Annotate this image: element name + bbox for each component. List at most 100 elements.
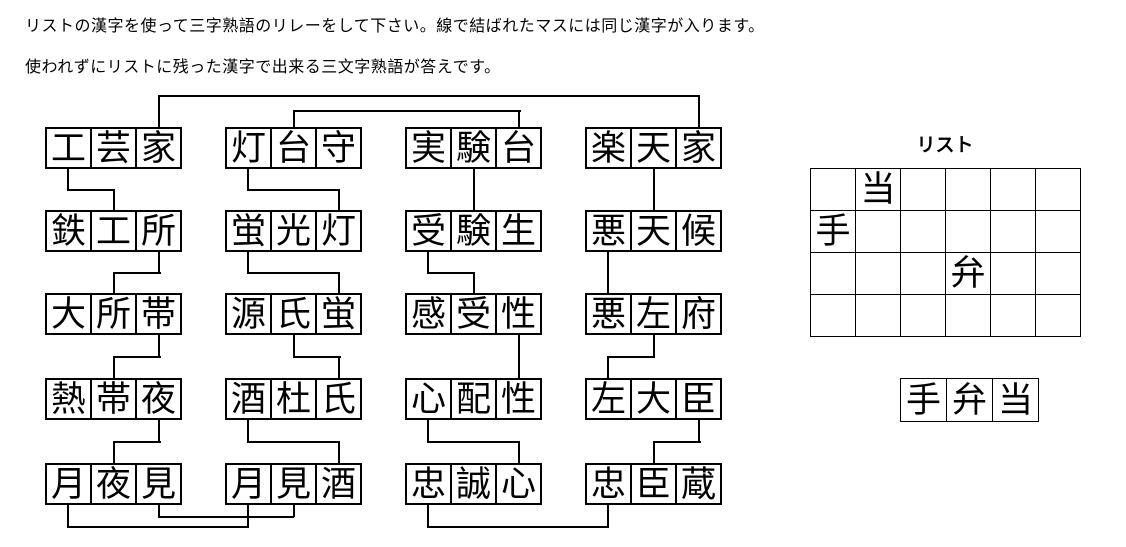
- kanji-cell-源氏蛍-0: 源: [230, 295, 266, 333]
- kanji-cell-月見酒-1: 見: [270, 465, 315, 503]
- word-box-実験台: 実験台: [405, 127, 542, 169]
- list-row-1: 手: [810, 210, 1081, 253]
- connection-line-受: [427, 252, 429, 273]
- list-cell-r0-c3: [945, 168, 991, 211]
- list-cell-r2-c3: 弁: [945, 252, 991, 295]
- connection-line-夜: [158, 420, 160, 442]
- answer-cell-2: 当: [992, 379, 1038, 421]
- kanji-cell-実験台-2: 台: [495, 129, 540, 167]
- connection-line-氏: [293, 335, 295, 357]
- kanji-cell-酒杜氏-1: 杜: [270, 380, 315, 418]
- connection-line-所: [158, 252, 160, 273]
- kanji-cell-受験生-1: 験: [450, 212, 495, 250]
- list-cell-r2-c0: [810, 252, 856, 295]
- kanji-cell-感受性-1: 受: [450, 295, 495, 333]
- kanji-cell-受験生-0: 受: [410, 212, 446, 250]
- kanji-cell-灯台守-2: 守: [315, 129, 360, 167]
- connection-line-台: [293, 110, 521, 112]
- connection-line-月: [67, 526, 249, 528]
- kanji-cell-月夜見-1: 夜: [90, 465, 135, 503]
- word-box-楽天家: 楽天家: [585, 127, 722, 169]
- kanji-cell-蛍光灯-2: 灯: [315, 212, 360, 250]
- connection-line-心: [427, 440, 521, 443]
- list-cell-r3-c5: [1035, 294, 1081, 337]
- connection-line-見: [293, 505, 295, 517]
- kanji-cell-酒杜氏-0: 酒: [230, 380, 266, 418]
- kanji-cell-灯台守-0: 灯: [230, 129, 266, 167]
- connection-line-心: [518, 441, 520, 463]
- connection-line-悪: [607, 252, 609, 293]
- connection-line-臣: [698, 420, 700, 442]
- kanji-cell-月見酒-2: 酒: [315, 465, 360, 503]
- kanji-cell-蛍光灯-1: 光: [270, 212, 315, 250]
- kanji-cell-楽天家-1: 天: [630, 129, 675, 167]
- word-box-熱帯夜: 熱帯夜: [45, 378, 182, 420]
- kanji-cell-心配性-0: 心: [410, 380, 446, 418]
- list-cell-r1-c4: [990, 210, 1036, 253]
- connection-line-台: [518, 111, 520, 127]
- answer-cell-0: 手: [905, 380, 941, 420]
- kanji-cell-蛍光灯-0: 蛍: [230, 212, 266, 250]
- kanji-cell-忠誠心-0: 忠: [410, 465, 446, 503]
- connection-line-性: [518, 335, 520, 378]
- kanji-cell-心配性-2: 性: [495, 380, 540, 418]
- connection-line-灯: [338, 189, 340, 210]
- word-box-悪左府: 悪左府: [585, 293, 722, 335]
- word-box-悪天候: 悪天候: [585, 210, 722, 252]
- kanji-cell-鉄工所-1: 工: [90, 212, 135, 250]
- kanji-cell-灯台守-1: 台: [270, 129, 315, 167]
- connection-line-台: [293, 111, 295, 127]
- kanji-cell-源氏蛍-1: 氏: [270, 295, 315, 333]
- word-box-源氏蛍: 源氏蛍: [225, 293, 362, 335]
- connection-line-酒: [338, 441, 340, 463]
- word-box-灯台守: 灯台守: [225, 127, 362, 169]
- kanji-cell-左大臣-0: 左: [590, 380, 626, 418]
- word-box-受験生: 受験生: [405, 210, 542, 252]
- kanji-cell-実験台-1: 験: [450, 129, 495, 167]
- connection-line-帯: [113, 356, 115, 378]
- kanji-cell-感受性-2: 性: [495, 295, 540, 333]
- kanji-cell-熱帯夜-2: 夜: [135, 380, 180, 418]
- list-cell-r0-c4: [990, 168, 1036, 211]
- list-cell-r0-c5: [1035, 168, 1081, 211]
- connection-line-家: [158, 95, 700, 97]
- connection-line-左: [653, 335, 655, 357]
- kanji-cell-楽天家-0: 楽: [590, 129, 626, 167]
- connection-line-見: [158, 505, 160, 517]
- kanji-cell-月夜見-0: 月: [50, 465, 86, 503]
- list-cell-r1-c3: [945, 210, 991, 253]
- connection-line-夜: [113, 440, 161, 443]
- connection-line-臣: [653, 441, 655, 463]
- kanji-cell-悪左府-0: 悪: [590, 295, 626, 333]
- connection-line-忠: [427, 526, 609, 528]
- connection-line-所: [113, 271, 161, 274]
- answer-cell-1: 弁: [946, 379, 992, 421]
- kanji-cell-忠臣蔵-1: 臣: [630, 465, 675, 503]
- connection-line-所: [113, 272, 115, 293]
- word-box-大所帯: 大所帯: [45, 293, 182, 335]
- list-row-3: [810, 294, 1081, 337]
- word-box-月夜見: 月夜見: [45, 463, 182, 505]
- kanji-cell-楽天家-2: 家: [675, 129, 720, 167]
- word-box-忠誠心: 忠誠心: [405, 463, 542, 505]
- kanji-cell-悪左府-2: 府: [675, 295, 720, 333]
- kanji-cell-源氏蛍-2: 蛍: [315, 295, 360, 333]
- instruction-line-2: 使われずにリストに残った漢字で出来る三文字熟語が答えです。: [25, 59, 501, 76]
- kanji-cell-工芸家-2: 家: [135, 129, 180, 167]
- list-cell-r0-c0: [810, 168, 856, 211]
- list-cell-r3-c0: [810, 294, 856, 337]
- connection-line-見: [158, 516, 295, 518]
- connection-line-帯: [113, 355, 161, 358]
- connection-line-左: [607, 355, 655, 358]
- connection-line-験: [473, 169, 475, 210]
- connection-line-夜: [113, 441, 115, 463]
- kanji-cell-大所帯-1: 所: [90, 295, 135, 333]
- kanji-cell-忠誠心-2: 心: [495, 465, 540, 503]
- word-box-月見酒: 月見酒: [225, 463, 362, 505]
- kanji-cell-左大臣-1: 大: [630, 380, 675, 418]
- list-cell-r0-c1: 当: [855, 168, 901, 211]
- list-cell-r1-c1: [855, 210, 901, 253]
- connection-line-心: [427, 420, 429, 442]
- list-cell-r3-c1: [855, 294, 901, 337]
